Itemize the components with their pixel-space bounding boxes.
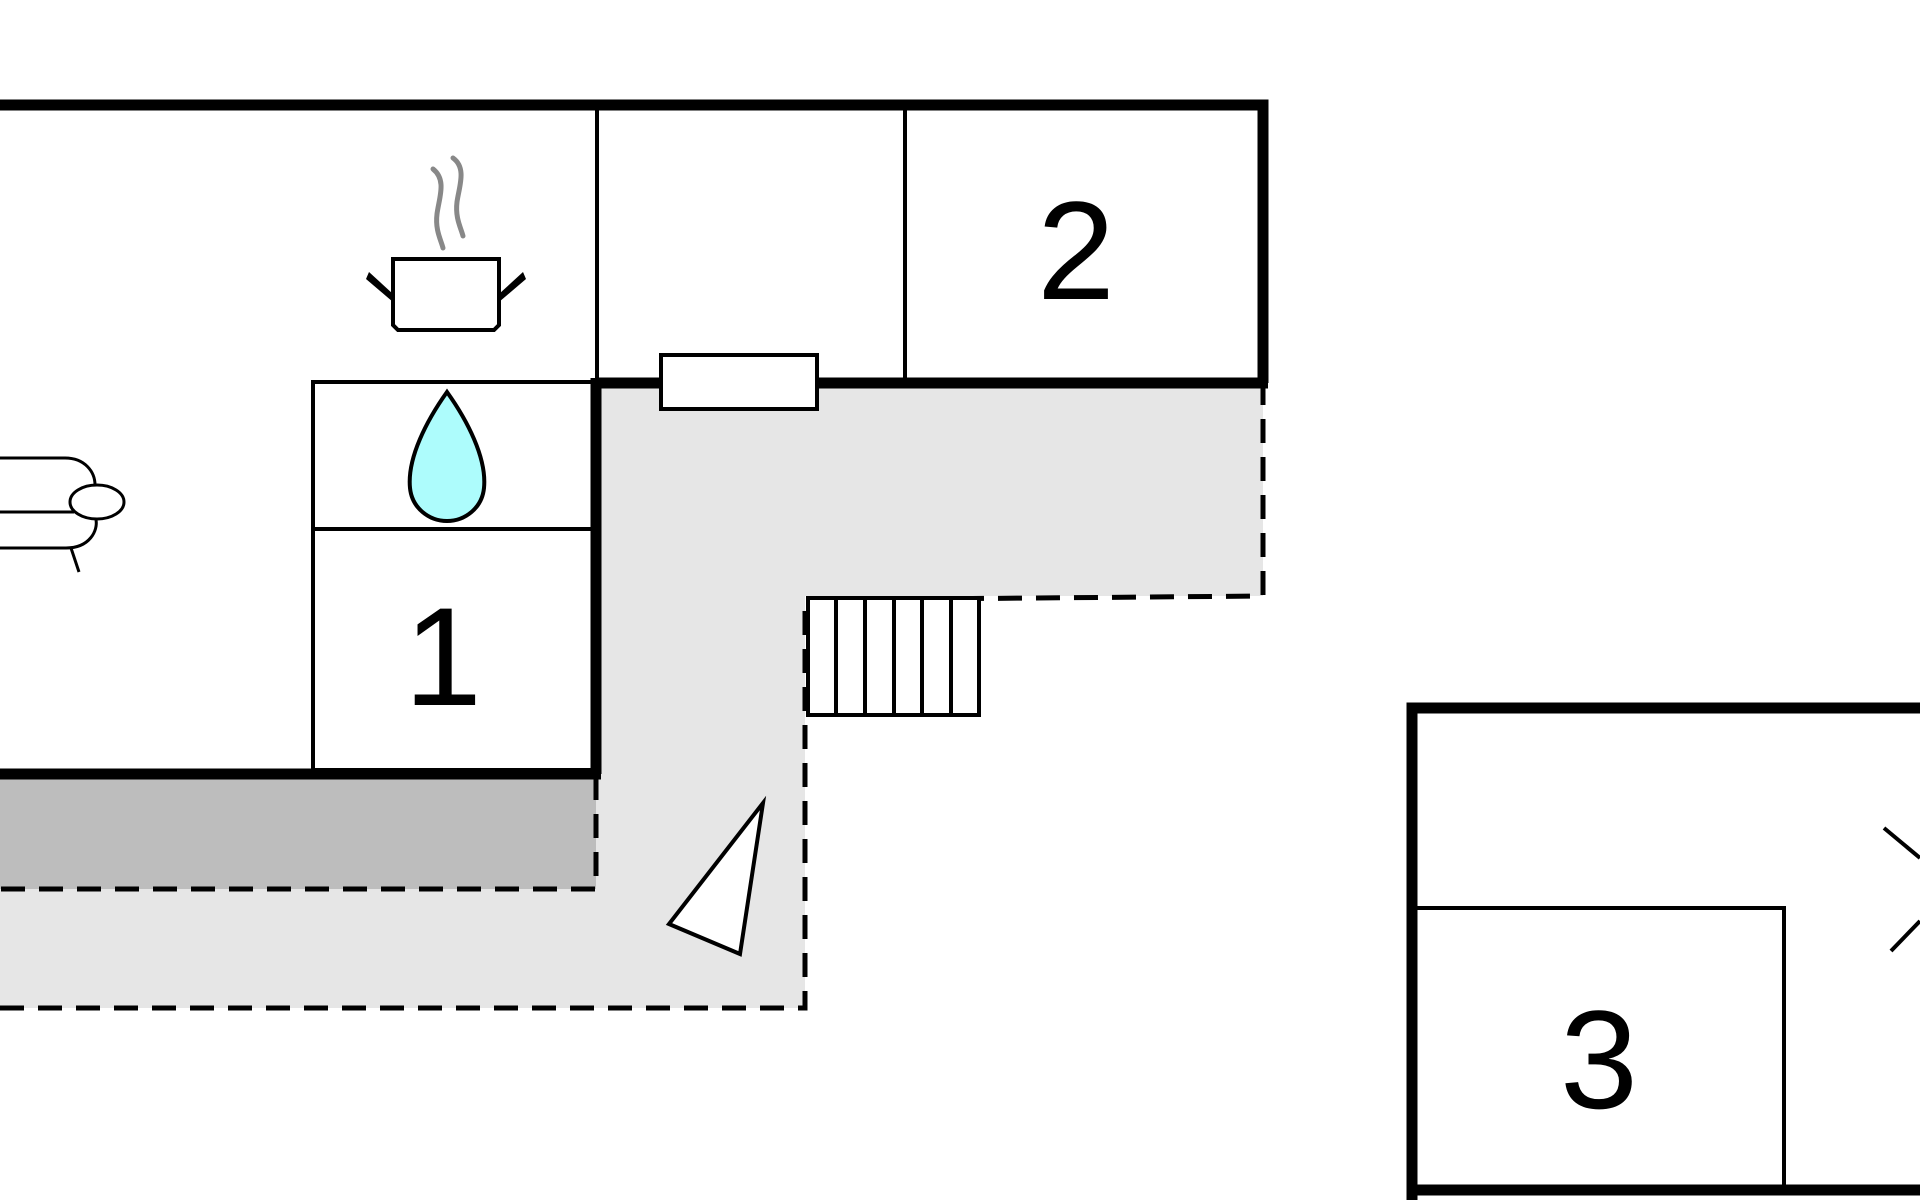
sail-icon — [665, 795, 767, 957]
door-swing-icon — [1882, 826, 1920, 953]
stairs-icon — [806, 596, 981, 717]
interior-walls — [311, 108, 907, 772]
terrace-outline — [0, 386, 1266, 1011]
terrace-area — [0, 382, 1263, 1008]
covered-terrace-area — [0, 774, 596, 889]
room-label-2: 2 — [1037, 172, 1115, 329]
room-label-1: 1 — [404, 578, 482, 735]
cooking-pot-icon — [366, 155, 526, 332]
room-label-3: 3 — [1560, 981, 1638, 1138]
annex-walls — [1406, 702, 1920, 1200]
sofa-icon — [0, 456, 126, 573]
water-drop-icon — [407, 388, 487, 524]
radiator-icon — [659, 353, 819, 411]
